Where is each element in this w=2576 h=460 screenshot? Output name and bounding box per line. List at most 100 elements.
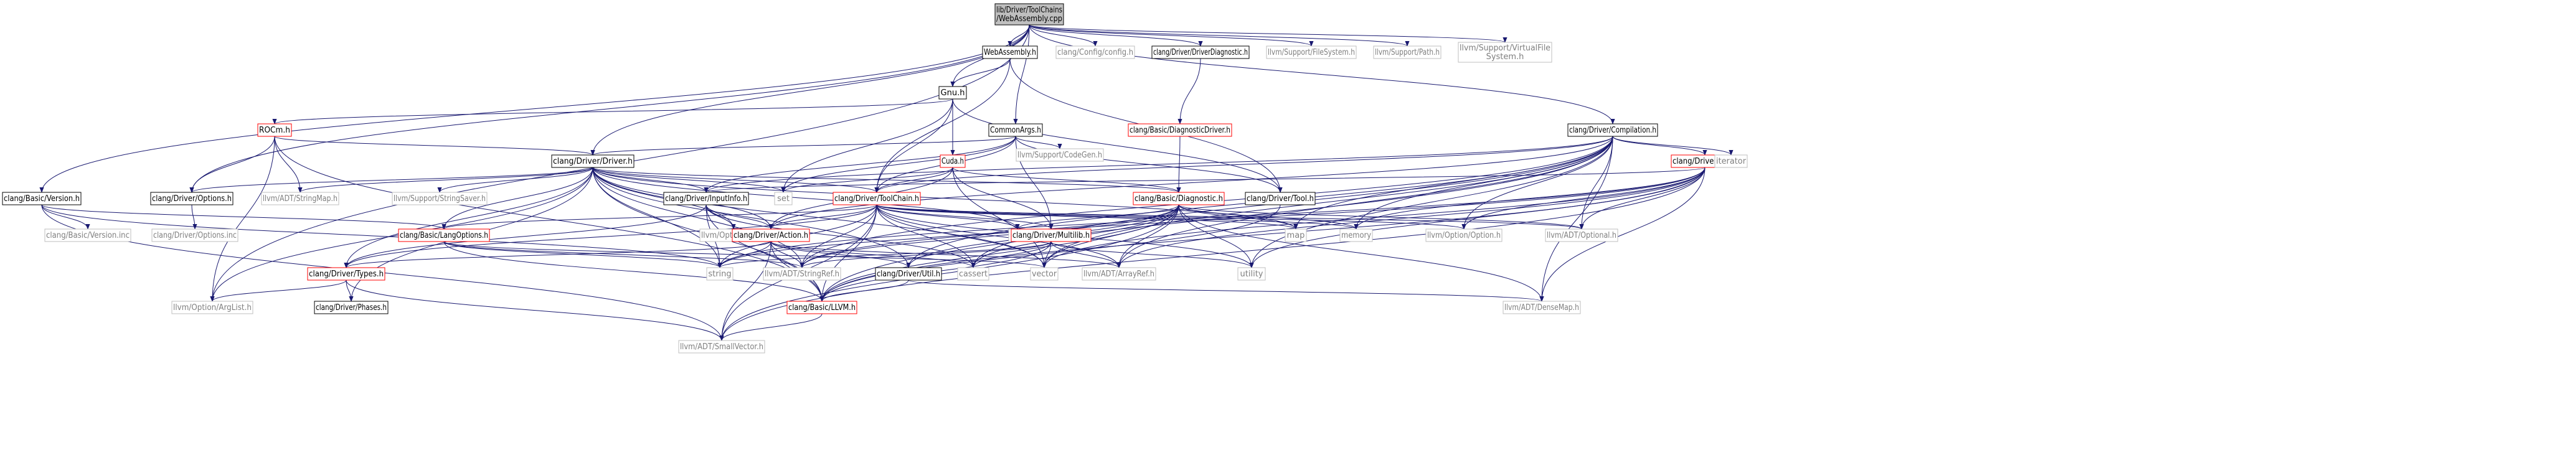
edge-action-to-string <box>717 241 771 268</box>
edge-driver-to-options <box>189 167 593 193</box>
node-clang-basic-llvm-h[interactable]: clang/Basic/LLVM.h <box>786 301 857 314</box>
node-clang-driver-compilation-h[interactable]: clang/Driver/Compilation.h <box>1567 123 1658 137</box>
node-label: map <box>1287 231 1305 240</box>
node-vector: vector <box>1030 267 1059 281</box>
node-webassembly-h[interactable]: WebAssembly.h <box>982 45 1038 59</box>
node-label: llvm/Option/Option.h <box>1427 231 1501 240</box>
node-label: llvm/Support/FileSystem.h <box>1268 48 1355 57</box>
node-clang-driver-inputinfo-h[interactable]: clang/Driver/InputInfo.h <box>663 192 749 205</box>
edge-gnu-to-set <box>781 98 953 193</box>
edge-rocm-to-arglist <box>210 136 275 302</box>
node-clang-basic-diagnostic-h[interactable]: clang/Basic/Diagnostic.h <box>1133 192 1225 205</box>
node-label: WebAssembly.h <box>984 48 1036 57</box>
edge-options-to-optionsinc <box>191 204 197 230</box>
node-clang-basic-diagnosticdriver-h[interactable]: clang/Basic/DiagnosticDriver.h <box>1128 123 1232 137</box>
edge-driver-to-set <box>592 167 786 193</box>
node-llvm-adt-smallvector-h: llvm/ADT/SmallVector.h <box>678 340 765 354</box>
edge-root-to-version <box>39 24 1030 193</box>
node-box <box>171 301 253 314</box>
edge-commonargs-to-tool <box>1015 136 1283 193</box>
node-rocm-h[interactable]: ROCm.h <box>257 123 292 137</box>
node-lib-driver-toolchains-webassembly-cpp[interactable]: lib/Driver/ToolChains/WebAssembly.cpp <box>994 3 1064 26</box>
edge-job-to-densemap <box>1539 167 1706 302</box>
node-commonargs-h[interactable]: CommonArgs.h <box>988 123 1043 137</box>
edge-root-to-options <box>189 24 1030 193</box>
node-box <box>257 123 292 137</box>
node-label: llvm/Support/StringSaver.h <box>394 194 486 204</box>
node-llvm-option-option-h: llvm/Option/Option.h <box>1425 228 1503 242</box>
node-label: lib/Driver/ToolChains <box>996 6 1062 15</box>
node-box <box>392 192 488 205</box>
edge-toolchain-to-optional <box>876 204 1584 230</box>
edge-gnu-to-toolchain <box>874 98 953 193</box>
node-clang-basic-version-h[interactable]: clang/Basic/Version.h <box>2 192 82 205</box>
edge-wasm_h-to-gnu <box>950 58 1011 87</box>
node-clang-driver-driverdiagnostic-h[interactable]: clang/Driver/DriverDiagnostic.h <box>1151 45 1250 59</box>
edge-commonargs-to-set <box>781 136 1016 193</box>
node-cassert: cassert <box>957 267 989 281</box>
node-label: llvm/ADT/SmallVector.h <box>680 342 763 352</box>
node-label: clang/Driver/ToolChain.h <box>834 194 919 204</box>
node-label: clang/Driver/Multilib.h <box>1012 231 1090 240</box>
edge-compilation-to-densemap <box>1539 136 1613 302</box>
node-label: clang/Driver/Action.h <box>734 231 808 240</box>
node-box <box>2 192 82 205</box>
node-llvm-adt-densemap-h: llvm/ADT/DenseMap.h <box>1503 301 1581 314</box>
node-clang-driver-tool-h[interactable]: clang/Driver/Tool.h <box>1245 192 1316 205</box>
edge-wasm_h-to-toolchain <box>874 58 1011 193</box>
node-clang-driver-types-h[interactable]: clang/Driver/Types.h <box>307 267 385 281</box>
node-box <box>938 86 967 100</box>
edge-action-to-util <box>770 241 911 268</box>
edge-job-to-optional <box>1579 167 1706 230</box>
edge-toolchain-to-vector <box>876 204 1047 268</box>
edge-basicdiag-to-stringref <box>800 204 1179 268</box>
node-clang-driver-action-h[interactable]: clang/Driver/Action.h <box>732 228 810 242</box>
node-label: clang/Driver/Types.h <box>309 270 384 279</box>
node-llvm-adt-optional-h: llvm/ADT/Optional.h <box>1545 228 1618 242</box>
edge-root-to-config <box>1029 24 1098 47</box>
node-clang-driver-driver-h[interactable]: clang/Driver/Driver.h <box>551 154 635 168</box>
edge-compilation-to-action <box>768 136 1613 230</box>
node-label: clang/Driver/Tool.h <box>1247 194 1314 204</box>
edge-job-to-smallvector <box>719 167 1706 341</box>
edge-commonargs-to-inputinfo <box>704 136 1016 193</box>
node-box <box>786 301 857 314</box>
node-clang-driver-options-h[interactable]: clang/Driver/Options.h <box>150 192 234 205</box>
node-clang-driver-multilib-h[interactable]: clang/Driver/Multilib.h <box>1011 228 1092 242</box>
edge-driver-to-types <box>344 167 593 268</box>
node-clang-basic-version-inc: clang/Basic/Version.inc <box>44 228 131 242</box>
node-clang-driver-toolchain-h[interactable]: clang/Driver/ToolChain.h <box>833 192 921 205</box>
node-clang-driver-util-h[interactable]: clang/Driver/Util.h <box>875 267 942 281</box>
edge-driver-to-list <box>592 167 1020 230</box>
node-box <box>763 267 841 281</box>
node-clang-config-config-h: clang/Config/config.h <box>1055 45 1135 59</box>
edge-commonargs-to-driver <box>590 136 1016 156</box>
node-label: CommonArgs.h <box>990 126 1041 135</box>
node-label: clang/Basic/LangOptions.h <box>400 231 488 240</box>
edge-version-to-versioninc <box>41 204 90 230</box>
node-label: clang/Driver/Compilation.h <box>1569 126 1656 135</box>
edge-toolchain-to-map <box>876 204 1298 230</box>
edge-compilation-to-llvm_h <box>819 136 1613 302</box>
edge-compilation-to-utility <box>1249 136 1613 268</box>
edge-root-to-driverdiag <box>1029 24 1203 47</box>
node-box <box>1373 45 1441 59</box>
node-label: Cuda.h <box>941 157 964 166</box>
node-label: clang/Driver/DriverDiagnostic.h <box>1153 48 1248 57</box>
node-label: memory <box>1341 231 1371 240</box>
node-label: clang/Driver/Options.inc <box>153 231 237 240</box>
edge-driver-to-basicdiag <box>592 167 1181 193</box>
edge-job-to-utility <box>1249 167 1706 268</box>
node-clang-driver-phases-h[interactable]: clang/Driver/Phases.h <box>314 301 389 314</box>
node-clang-basic-langoptions-h[interactable]: clang/Basic/LangOptions.h <box>398 228 490 242</box>
node-box <box>1016 148 1104 162</box>
node-box <box>151 228 238 242</box>
edge-langopts-to-llvm_h <box>443 241 824 302</box>
edge-root-to-commonargs <box>1013 24 1030 124</box>
node-cuda-h[interactable]: Cuda.h <box>940 154 966 168</box>
edge-compilation-to-toolchain <box>874 136 1613 193</box>
node-label: iterator <box>1716 157 1747 166</box>
node-gnu-h[interactable]: Gnu.h <box>938 86 967 100</box>
node-box <box>774 192 793 205</box>
